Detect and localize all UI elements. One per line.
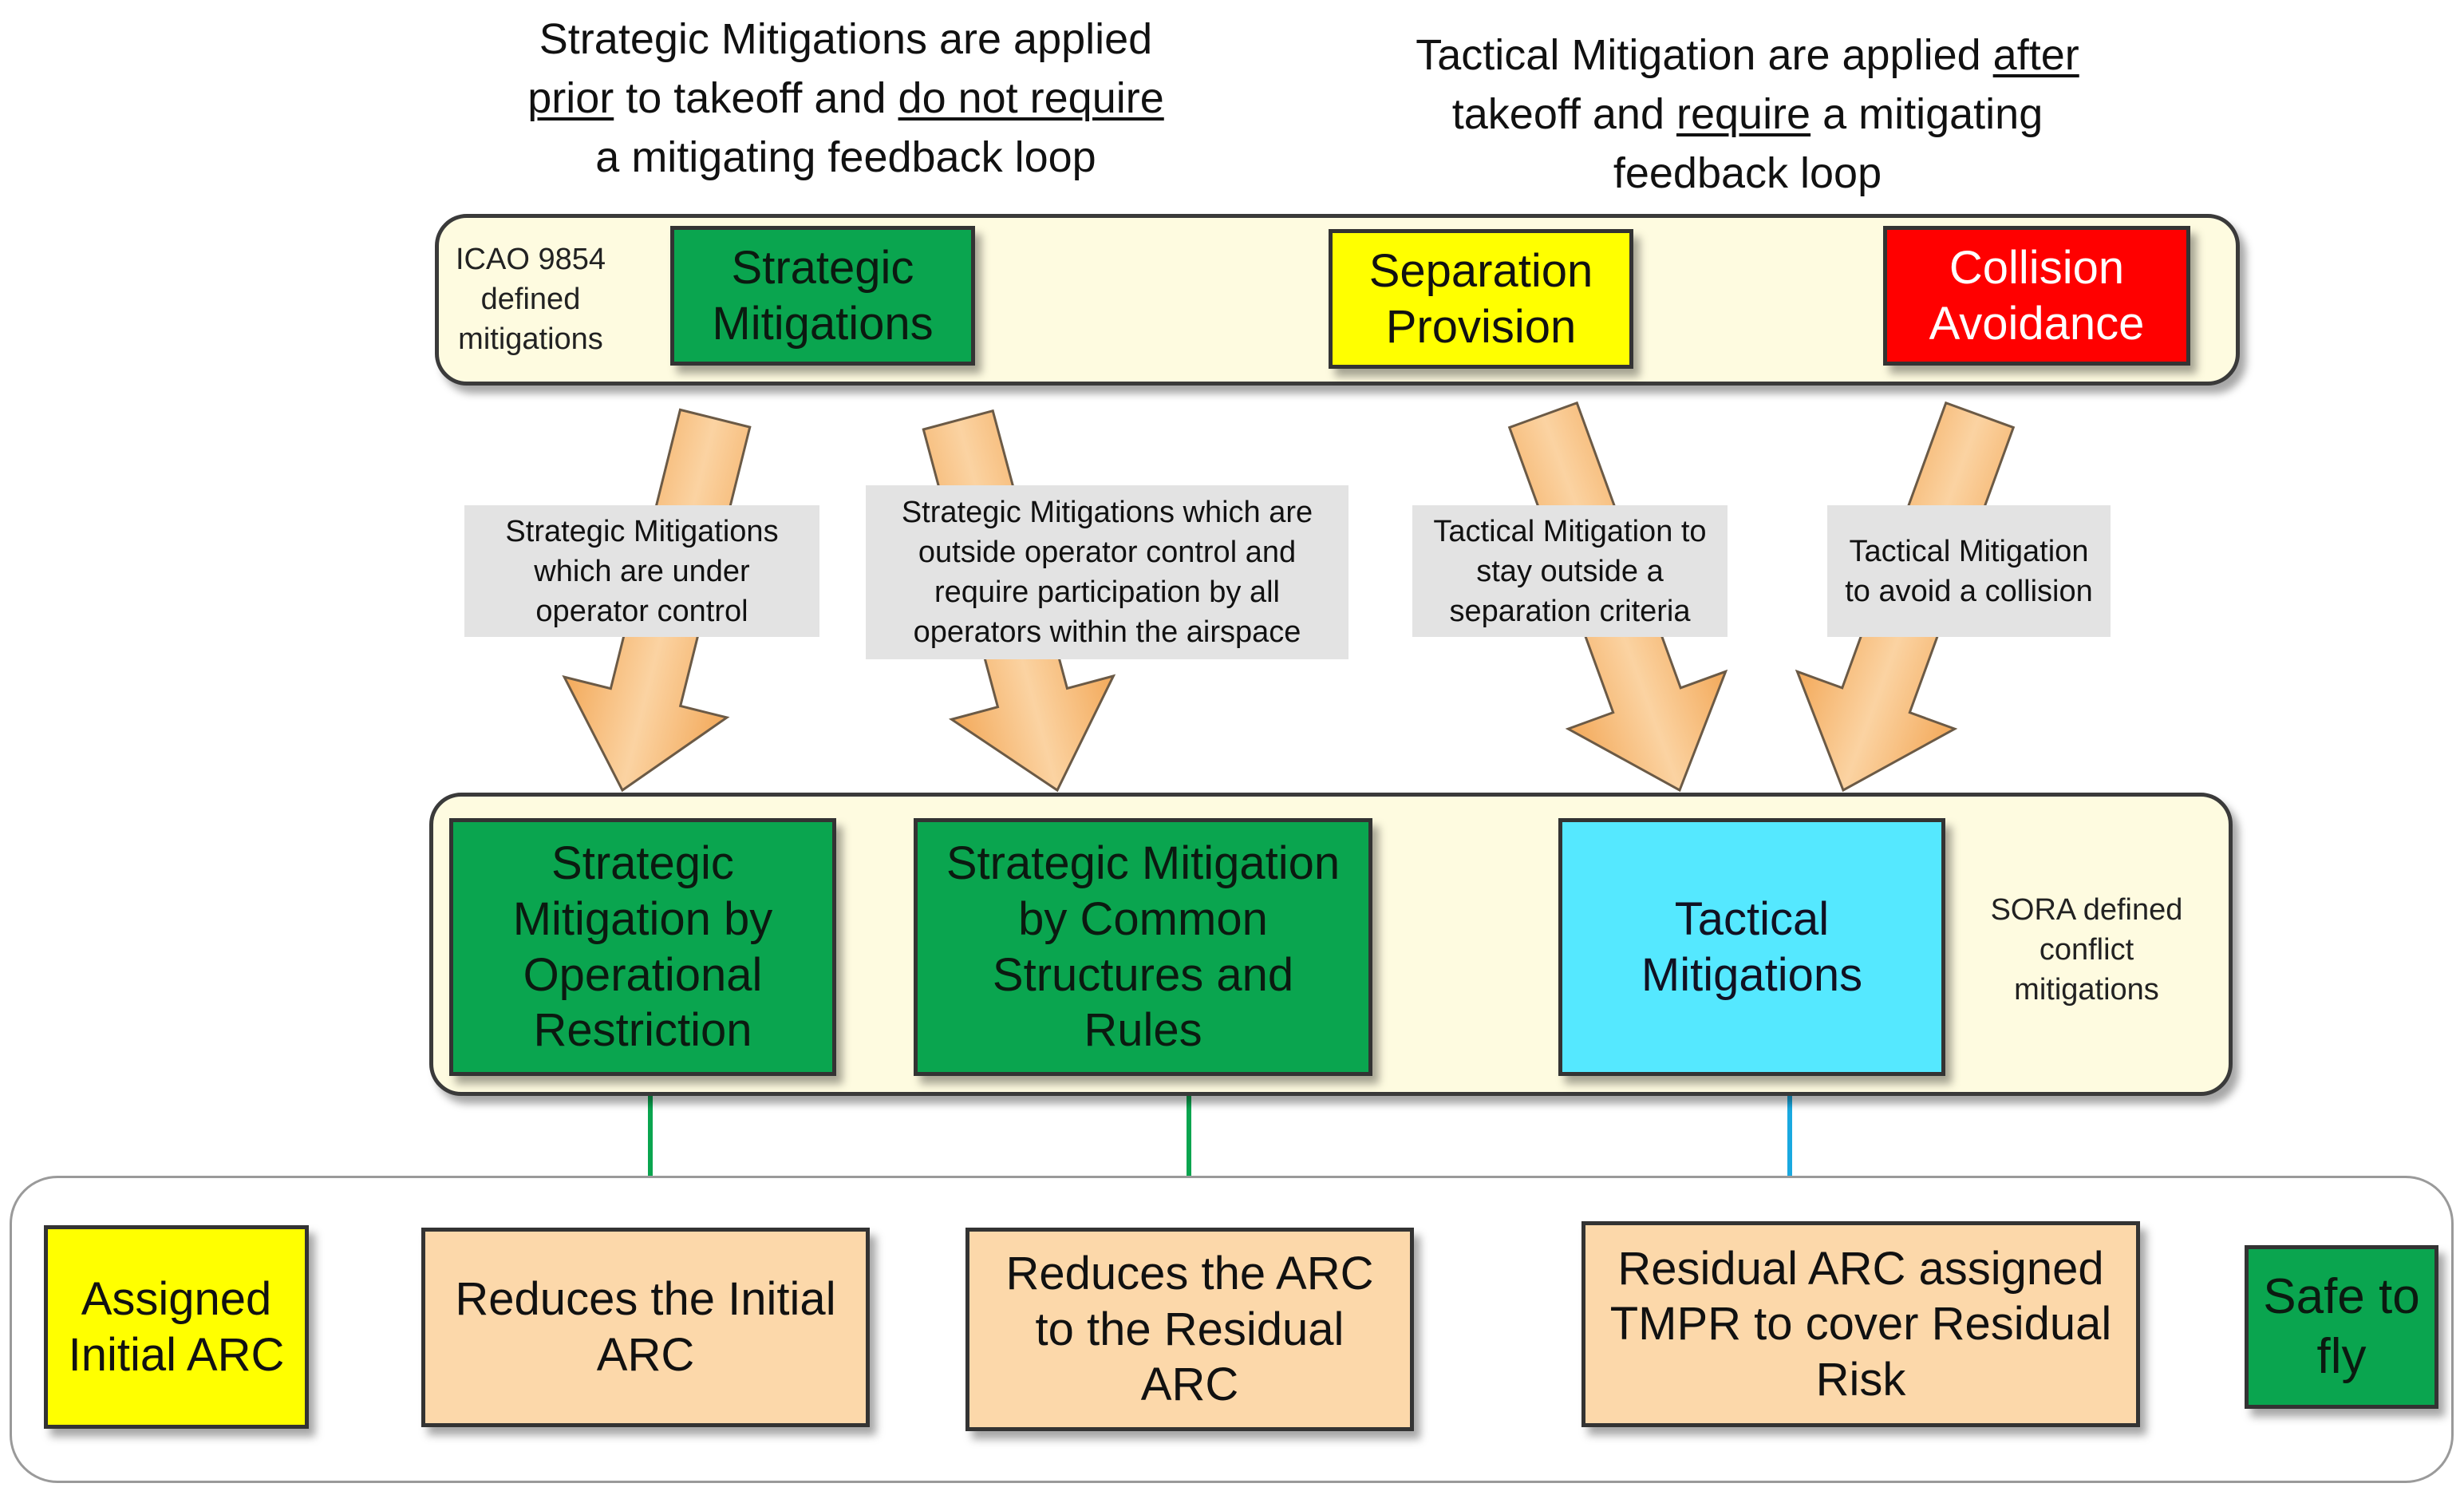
sora-common-structures-box: Strategic Mitigation by Common Structure…	[914, 818, 1372, 1076]
callout-avoid-collision: Tactical Mitigation to avoid a collision	[1827, 505, 2111, 637]
strategic-caption-line2: prior to takeoff and do not require	[447, 69, 1245, 128]
reduces-initial-arc-box: Reduces the Initial ARC	[421, 1228, 870, 1427]
icao-collision-avoidance-box: Collision Avoidance	[1883, 226, 2190, 366]
tactical-caption: Tactical Mitigation are applied after ta…	[1348, 26, 2146, 203]
assigned-initial-arc-box: Assigned Initial ARC	[44, 1225, 309, 1429]
icao-separation-provision-box: Separation Provision	[1329, 229, 1633, 369]
strategic-caption-line2-rest: to takeoff and	[614, 74, 898, 122]
tactical-caption-line2: takeoff and require a mitigating	[1348, 85, 2146, 144]
callout-outside-operator-control: Strategic Mitigations which are outside …	[866, 485, 1348, 659]
tactical-caption-line1: Tactical Mitigation are applied after	[1348, 26, 2146, 85]
sora-panel-label: SORA defined conflict mitigations	[1990, 893, 2183, 1007]
icao-panel-label: ICAO 9854 defined mitigations	[456, 243, 606, 356]
strategic-caption-line3: a mitigating feedback loop	[595, 133, 1096, 181]
strategic-caption: Strategic Mitigations are applied prior …	[447, 10, 1245, 187]
tactical-caption-line2-start: takeoff and	[1451, 90, 1676, 138]
callout-under-operator-control: Strategic Mitigations which are under op…	[464, 505, 819, 637]
callout-separation-criteria: Tactical Mitigation to stay outside a se…	[1412, 505, 1728, 637]
tactical-caption-line1-start: Tactical Mitigation are applied	[1416, 31, 1993, 79]
tactical-caption-line2-rest: a mitigating	[1810, 90, 2043, 138]
sora-tactical-mitigations-box: Tactical Mitigations	[1558, 818, 1945, 1076]
tactical-caption-line3: feedback loop	[1613, 149, 1882, 197]
residual-arc-tmpr-box: Residual ARC assigned TMPR to cover Resi…	[1581, 1221, 2140, 1427]
tactical-caption-require: require	[1676, 90, 1811, 138]
reduces-to-residual-arc-box: Reduces the ARC to the Residual ARC	[965, 1228, 1414, 1431]
strategic-caption-line1: Strategic Mitigations are applied	[539, 15, 1153, 63]
tactical-caption-after: after	[1992, 31, 2079, 79]
sora-operational-restriction-box: Strategic Mitigation by Operational Rest…	[449, 818, 836, 1076]
strategic-caption-prior: prior	[527, 74, 614, 122]
safe-to-fly-box: Safe to fly	[2245, 1245, 2438, 1409]
icao-strategic-mitigations-box: Strategic Mitigations	[670, 226, 975, 366]
strategic-caption-do-not-require: do not require	[898, 74, 1164, 122]
